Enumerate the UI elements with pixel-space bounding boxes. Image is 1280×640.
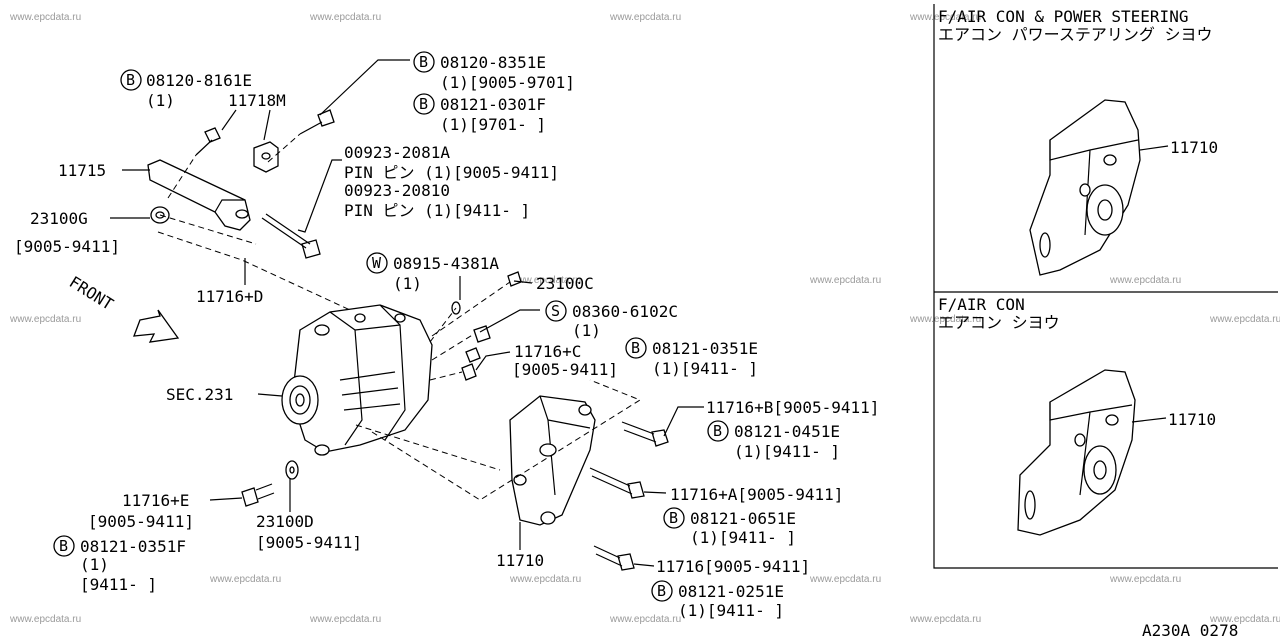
bracket-drawing-bottom <box>1017 369 1136 536</box>
panel-subtitle: エアコン パワーステアリング シヨウ <box>938 25 1212 44</box>
diagram-code: A230A 0278 <box>1142 621 1238 640</box>
qty-range: (1)[9411- ] <box>652 359 758 378</box>
part-number: 11716+B[9005-9411] <box>706 398 879 417</box>
watermark: www.epcdata.ru <box>9 314 81 325</box>
part-number: 11716+C <box>514 342 581 361</box>
part-number: 11710 <box>1170 138 1218 157</box>
watermark: www.epcdata.ru <box>9 12 81 23</box>
qty-range: (1)[9411- ] <box>678 601 784 620</box>
watermark: www.epcdata.ru <box>909 12 981 23</box>
watermark: www.epcdata.ru <box>809 275 881 286</box>
date-range: [9005-9411] <box>88 512 194 531</box>
part-number: 00923-20810 <box>344 181 450 200</box>
watermark: www.epcdata.ru <box>609 614 681 625</box>
part-number: 23100G <box>30 209 88 228</box>
part-number: 08121-0351F <box>80 537 186 556</box>
watermark: www.epcdata.ru <box>509 574 581 585</box>
part-number: 11716+D <box>196 287 263 306</box>
watermark: www.epcdata.ru <box>209 574 281 585</box>
part-number: 08360-6102C <box>572 302 678 321</box>
part-number: 11716+A[9005-9411] <box>670 485 843 504</box>
part-number: 08121-0351E <box>652 339 758 358</box>
mark-b: B <box>59 537 68 555</box>
date-range: [9411- ] <box>80 575 157 594</box>
watermark: www.epcdata.ru <box>809 574 881 585</box>
date-range: [9005-9411] <box>256 533 362 552</box>
quantity: (1) <box>80 555 109 574</box>
quantity: (1) <box>572 321 601 340</box>
part-number: 11710 <box>1168 410 1216 429</box>
mark-b: B <box>669 509 678 527</box>
mark-b: B <box>419 53 428 71</box>
watermark: www.epcdata.ru <box>909 614 981 625</box>
mark-s: S <box>551 302 560 320</box>
leader-lines <box>110 59 704 567</box>
front-arrow: FRONT <box>66 272 180 343</box>
watermark: www.epcdata.ru <box>309 12 381 23</box>
qty-range: (1)[9701- ] <box>440 115 546 134</box>
mark-b: B <box>631 339 640 357</box>
part-number: 23100C <box>536 274 594 293</box>
watermark: www.epcdata.ru <box>309 614 381 625</box>
assembly-lines <box>157 133 642 501</box>
front-label: FRONT <box>66 272 117 314</box>
watermark: www.epcdata.ru <box>1209 314 1280 325</box>
mark-b: B <box>657 582 666 600</box>
qty-range: PIN ピン (1)[9411- ] <box>344 201 530 220</box>
watermark: www.epcdata.ru <box>1109 574 1181 585</box>
mark-b: B <box>419 95 428 113</box>
part-number: 08121-0251E <box>678 582 784 601</box>
part-number: 08120-8351E <box>440 53 546 72</box>
watermark: www.epcdata.ru <box>509 275 581 286</box>
mark-b: B <box>713 422 722 440</box>
panel-title: F/AIR CON <box>938 295 1025 314</box>
variant-panels: F/AIR CON & POWER STEERING エアコン パワーステアリン… <box>933 4 1278 569</box>
part-number: 00923-2081A <box>344 143 450 162</box>
panel-title: F/AIR CON & POWER STEERING <box>938 7 1188 26</box>
section-label: SEC.231 <box>166 385 233 404</box>
qty-range: (1)[9411- ] <box>690 528 796 547</box>
qty-range: (1)[9005-9701] <box>440 73 575 92</box>
watermarks: www.epcdata.ru www.epcdata.ru www.epcdat… <box>9 12 1280 625</box>
part-number: 08121-0451E <box>734 422 840 441</box>
part-number: 11710 <box>496 551 544 570</box>
part-number: 08915-4381A <box>393 254 499 273</box>
qty-range: PIN ピン (1)[9005-9411] <box>344 163 559 182</box>
alternator-drawing <box>281 304 433 456</box>
qty-range: (1)[9411- ] <box>734 442 840 461</box>
lower-bracket-drawing <box>509 395 596 526</box>
part-number: 11716+E <box>122 491 189 510</box>
quantity: (1) <box>393 274 422 293</box>
upper-bracket-drawing <box>147 141 279 231</box>
callout-labels: B 08120-8161E (1) 11718M 11715 23100G [9… <box>14 51 879 620</box>
watermark: www.epcdata.ru <box>1109 275 1181 286</box>
panel-subtitle: エアコン シヨウ <box>938 313 1060 332</box>
watermark: www.epcdata.ru <box>909 314 981 325</box>
part-number: 11718M <box>228 91 286 110</box>
part-number: 23100D <box>256 512 314 531</box>
watermark: www.epcdata.ru <box>609 12 681 23</box>
watermark: www.epcdata.ru <box>9 614 81 625</box>
mark-w: W <box>372 254 382 272</box>
bracket-drawing-top <box>1029 99 1141 276</box>
date-range: [9005-9411] <box>512 360 618 379</box>
part-number: 08120-8161E <box>146 71 252 90</box>
mark-b: B <box>126 71 135 89</box>
part-number: 11715 <box>58 161 106 180</box>
date-range: [9005-9411] <box>14 237 120 256</box>
watermark: www.epcdata.ru <box>1209 614 1280 625</box>
quantity: (1) <box>146 91 175 110</box>
part-number: 08121-0651E <box>690 509 796 528</box>
part-number: 08121-0301F <box>440 95 546 114</box>
part-number: 11716[9005-9411] <box>656 557 810 576</box>
